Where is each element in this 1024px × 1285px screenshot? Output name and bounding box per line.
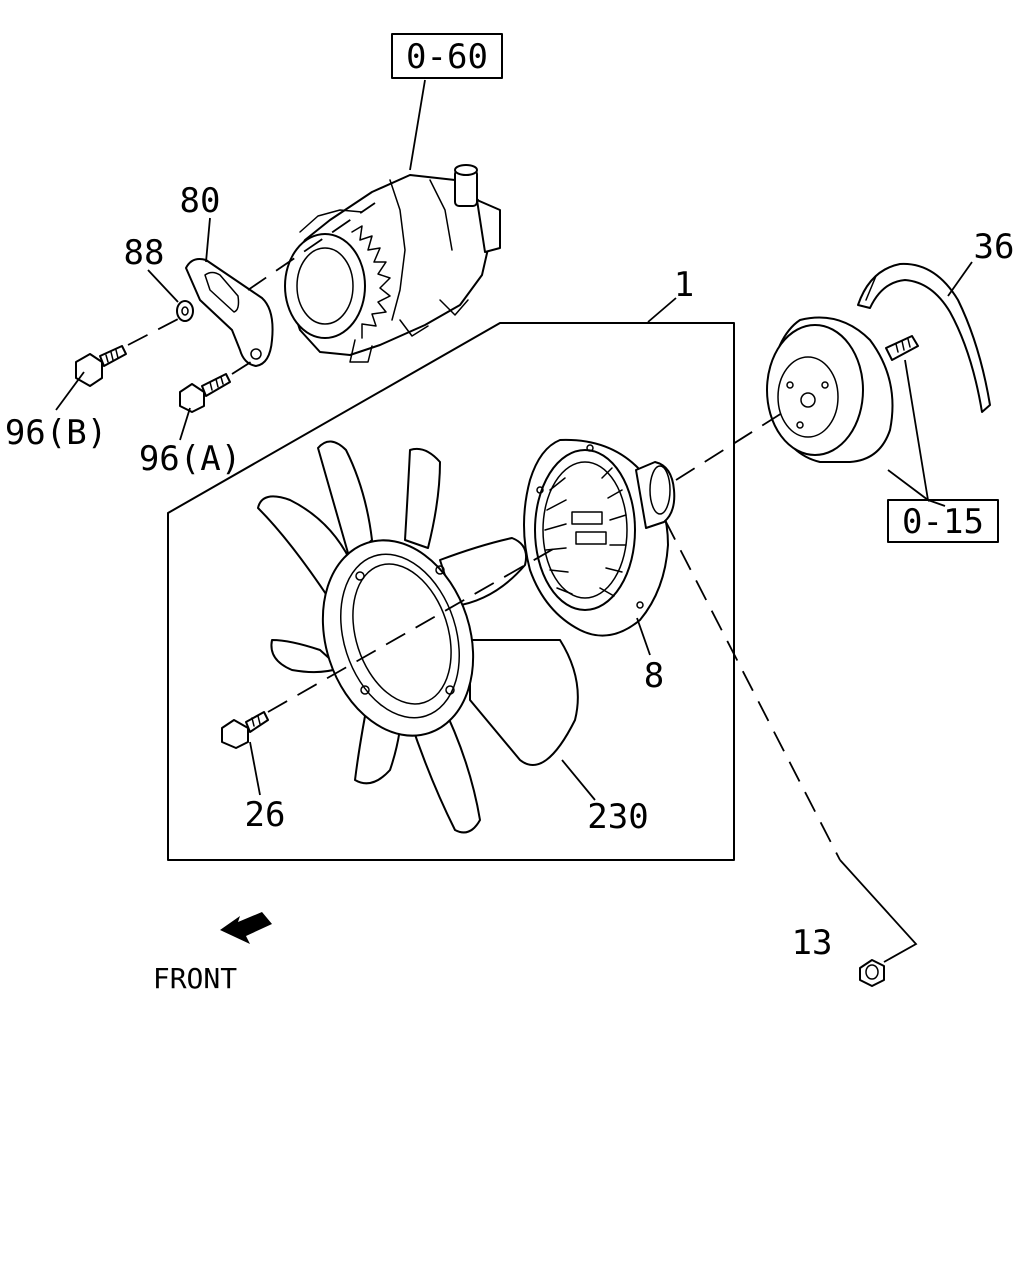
ref-label-0-15: 0-15 — [902, 502, 984, 542]
callout-230[interactable]: 230 — [587, 797, 648, 837]
pulley-drawing — [766, 316, 919, 463]
ref-box-0-60[interactable]: 0-60 — [391, 33, 503, 79]
alternator-drawing — [284, 164, 501, 363]
nut-13-drawing — [664, 519, 918, 987]
callout-88[interactable]: 88 — [124, 233, 165, 273]
ref-box-0-15[interactable]: 0-15 — [887, 499, 999, 543]
callout-80[interactable]: 80 — [180, 181, 221, 221]
bolt-96a-drawing — [179, 359, 255, 413]
callout-96b[interactable]: 96(B) — [5, 413, 107, 453]
callout-1[interactable]: 1 — [674, 265, 694, 305]
callout-8[interactable]: 8 — [644, 656, 664, 696]
assembly-box-outline — [167, 322, 735, 861]
leader-lines — [55, 79, 973, 801]
front-label: FRONT — [153, 962, 237, 995]
callout-13[interactable]: 13 — [792, 923, 833, 963]
fan-clutch-8-drawing — [523, 407, 791, 637]
guard-36-drawing — [857, 262, 991, 413]
front-direction-arrow-icon — [220, 912, 272, 944]
callout-96a[interactable]: 96(A) — [139, 439, 241, 479]
washer-88-drawing — [176, 300, 194, 322]
callout-26[interactable]: 26 — [245, 795, 286, 835]
fan-230-drawing — [257, 440, 579, 834]
bracket-80-drawing — [185, 202, 376, 367]
callout-36[interactable]: 36 — [974, 227, 1015, 267]
bolt-26-drawing — [221, 711, 269, 749]
bolt-96b-drawing — [75, 317, 181, 387]
ref-label-0-60: 0-60 — [406, 37, 488, 77]
